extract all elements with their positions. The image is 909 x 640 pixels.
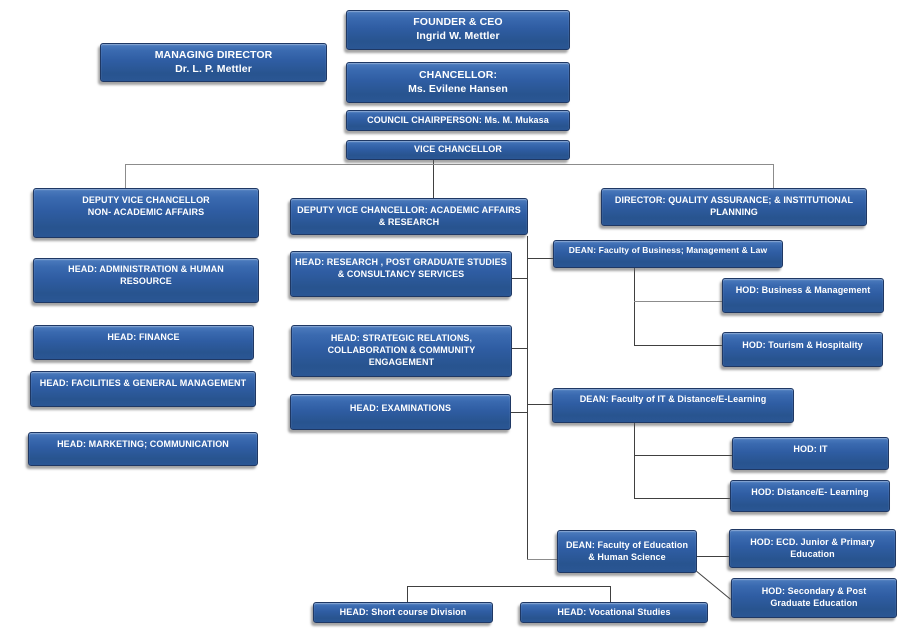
node-chancellor: CHANCELLOR: Ms. Evilene Hansen bbox=[346, 62, 570, 103]
node-label: Ms. Evilene Hansen bbox=[408, 82, 508, 95]
connector-drop-dvc-non-academic bbox=[125, 164, 126, 189]
node-hod-tourism: HOD: Tourism & Hospitality bbox=[722, 332, 883, 367]
node-dvc-non-academic: DEPUTY VICE CHANCELLOR NON- ACADEMIC AFF… bbox=[33, 188, 259, 238]
node-label: PLANNING bbox=[710, 207, 758, 217]
node-label: MANAGING DIRECTOR bbox=[154, 48, 273, 61]
node-label: DEPUTY VICE CHANCELLOR: ACADEMIC AFFAIRS bbox=[297, 204, 521, 215]
node-label: COUNCIL CHAIRPERSON: Ms. M. Mukasa bbox=[367, 114, 549, 125]
node-label: DIRECTOR: QUALITY ASSURANCE; & INSTITUTI… bbox=[614, 195, 854, 206]
connector-from-head-strategic bbox=[512, 348, 527, 349]
node-label: HEAD: Vocational Studies bbox=[557, 606, 671, 617]
connector-to-hod-tourism bbox=[634, 345, 722, 346]
connector-drop-director-qa bbox=[773, 164, 774, 188]
node-label: DEAN: Faculty of Business; Management & … bbox=[568, 245, 768, 255]
node-head-strategic: HEAD: STRATEGIC RELATIONS, COLLABORATION… bbox=[291, 325, 512, 377]
node-label: Dr. L. P. Mettler bbox=[175, 62, 252, 75]
node-label: NON- ACADEMIC AFFAIRS bbox=[87, 206, 205, 217]
connector-to-dean-it bbox=[527, 404, 552, 405]
connector-bottom-rail bbox=[407, 586, 611, 587]
connector-to-hod-ecd bbox=[697, 556, 729, 557]
node-label: ENGAGEMENT bbox=[368, 356, 435, 367]
node-dvc-academic: DEPUTY VICE CHANCELLOR: ACADEMIC AFFAIRS… bbox=[290, 198, 528, 235]
connector-to-hod-it bbox=[634, 455, 732, 456]
node-label: HEAD: FINANCE bbox=[107, 332, 180, 342]
node-label: HEAD: EXAMINATIONS bbox=[349, 403, 452, 413]
node-hod-ecd: HOD: ECD. Junior & Primary Education bbox=[729, 529, 896, 568]
connector-from-head-examinations bbox=[511, 412, 527, 413]
node-label: HOD: Secondary & Post bbox=[761, 586, 867, 597]
node-director-qa: DIRECTOR: QUALITY ASSURANCE; & INSTITUTI… bbox=[601, 188, 867, 226]
node-hod-distance: HOD: Distance/E- Learning bbox=[730, 480, 890, 512]
node-label: DEAN: Faculty of IT & Distance/E-Learnin… bbox=[579, 394, 767, 404]
node-head-research: HEAD: RESEARCH , POST GRADUATE STUDIES &… bbox=[290, 251, 512, 297]
connector-business-spine bbox=[634, 268, 635, 345]
node-label: HOD: Tourism & Hospitality bbox=[742, 340, 863, 350]
connector-vc-down bbox=[433, 160, 434, 198]
node-head-finance: HEAD: FINANCE bbox=[33, 325, 254, 360]
node-label: RESOURCE bbox=[120, 275, 172, 286]
node-label: FOUNDER & CEO bbox=[413, 16, 503, 29]
connector-drop-vocational bbox=[610, 586, 611, 603]
connector-it-spine bbox=[634, 423, 635, 498]
node-dean-it: DEAN: Faculty of IT & Distance/E-Learnin… bbox=[552, 388, 794, 423]
node-label: HEAD: STRATEGIC RELATIONS, bbox=[330, 333, 473, 344]
node-head-vocational: HEAD: Vocational Studies bbox=[520, 602, 708, 623]
node-label: COLLABORATION & COMMUNITY bbox=[327, 345, 476, 356]
connector-to-dean-business bbox=[527, 258, 553, 259]
node-dean-business: DEAN: Faculty of Business; Management & … bbox=[553, 240, 783, 268]
node-label: HOD: IT bbox=[793, 444, 828, 454]
connector-academic-spine bbox=[527, 236, 528, 559]
node-label: DEPUTY VICE CHANCELLOR bbox=[82, 195, 210, 205]
node-head-examinations: HEAD: EXAMINATIONS bbox=[290, 394, 511, 430]
node-label: HOD: ECD. Junior & Primary bbox=[750, 536, 875, 547]
node-label: Graduate Education bbox=[770, 598, 858, 608]
node-vice-chancellor: VICE CHANCELLOR bbox=[346, 140, 570, 160]
connector-to-dean-education bbox=[527, 559, 557, 560]
node-head-admin: HEAD: ADMINISTRATION & HUMAN RESOURCE bbox=[33, 258, 259, 303]
node-label: HOD: Distance/E- Learning bbox=[751, 487, 869, 497]
node-label: Ingrid W. Mettler bbox=[416, 30, 500, 42]
node-label: DEAN: Faculty of Education bbox=[565, 539, 689, 550]
node-label: HEAD: FACILITIES & GENERAL MANAGEMENT bbox=[39, 378, 247, 388]
connector-vc-children-rail bbox=[125, 164, 773, 165]
node-head-marketing: HEAD: MARKETING; COMMUNICATION bbox=[28, 432, 258, 466]
node-head-facilities: HEAD: FACILITIES & GENERAL MANAGEMENT bbox=[30, 371, 256, 407]
node-label: HEAD: RESEARCH , POST GRADUATE STUDIES bbox=[295, 257, 507, 267]
connector-to-hod-distance bbox=[634, 498, 730, 499]
node-label: HEAD: ADMINISTRATION & HUMAN bbox=[68, 264, 224, 274]
node-label: HEAD: Short course Division bbox=[339, 606, 467, 617]
node-label: HEAD: MARKETING; COMMUNICATION bbox=[57, 439, 229, 449]
connector-to-hod-secondary bbox=[696, 571, 731, 600]
node-label: CHANCELLOR: bbox=[418, 68, 498, 81]
node-founder-ceo: FOUNDER & CEO Ingrid W. Mettler bbox=[346, 10, 570, 50]
connector-from-head-research bbox=[512, 278, 527, 279]
node-hod-secondary: HOD: Secondary & Post Graduate Education bbox=[731, 578, 897, 618]
node-managing-director: MANAGING DIRECTOR Dr. L. P. Mettler bbox=[100, 43, 327, 82]
node-label: Education bbox=[790, 548, 835, 559]
node-label: HOD: Business & Management bbox=[735, 285, 871, 295]
connector-to-hod-business bbox=[634, 301, 722, 302]
node-head-shortcourse: HEAD: Short course Division bbox=[313, 602, 493, 623]
node-council-chairperson: COUNCIL CHAIRPERSON: Ms. M. Mukasa bbox=[346, 110, 570, 131]
node-label: VICE CHANCELLOR bbox=[413, 144, 502, 155]
node-label: & Human Science bbox=[588, 551, 666, 562]
node-hod-it: HOD: IT bbox=[732, 437, 889, 470]
node-label: & CONSULTANCY SERVICES bbox=[337, 268, 465, 279]
node-hod-business: HOD: Business & Management bbox=[722, 278, 884, 313]
node-dean-education: DEAN: Faculty of Education & Human Scien… bbox=[557, 530, 697, 573]
connector-drop-shortcourse bbox=[407, 586, 408, 602]
node-label: & RESEARCH bbox=[378, 216, 440, 227]
